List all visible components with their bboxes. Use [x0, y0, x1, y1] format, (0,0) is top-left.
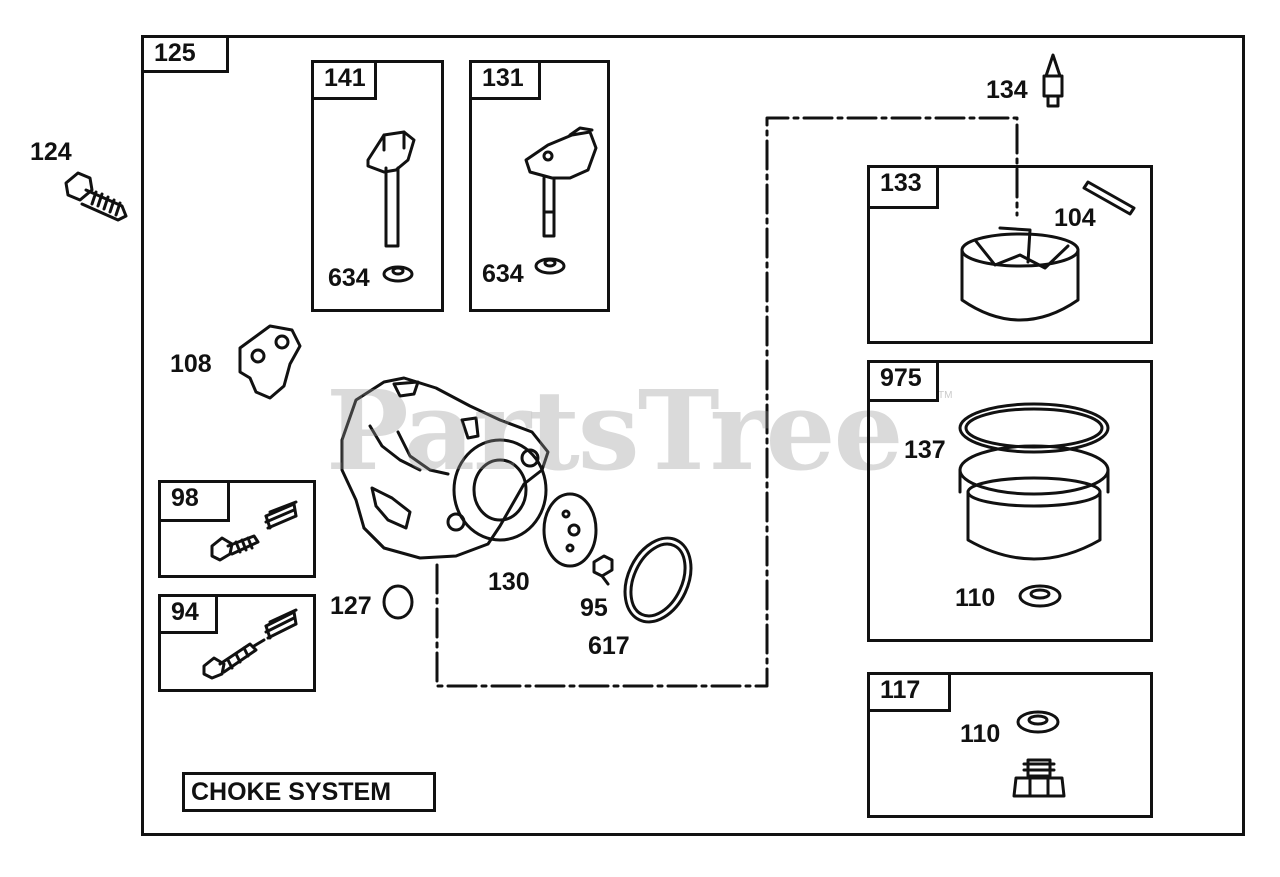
kit-box-975: 975 [867, 360, 1153, 642]
part-label-134: 134 [986, 76, 1028, 104]
leader-line [435, 116, 1019, 688]
bowl-nut-117-icon [1012, 758, 1066, 798]
kit-box-131: 131 [469, 60, 610, 312]
part-label-108: 108 [170, 350, 212, 378]
part-label-104: 104 [1054, 204, 1096, 232]
idle-screw-98-icon [210, 534, 260, 562]
hinge-pin-104-icon [1082, 180, 1136, 216]
throttle-plate-icon [542, 492, 598, 568]
carburetor-body-130-icon [340, 376, 550, 560]
choke-shaft-141-icon [366, 130, 416, 248]
kit-label-141: 141 [311, 60, 377, 100]
screw-95-icon [592, 554, 614, 586]
part-label-634-b: 634 [482, 260, 524, 288]
kit-label-117: 117 [867, 672, 951, 712]
kit-box-98: 98 [158, 480, 316, 578]
o-ring-617-icon [623, 536, 693, 624]
washer-110-b-icon [1016, 710, 1060, 734]
part-label-110-b: 110 [960, 720, 1001, 748]
washer-110-a-icon [1018, 584, 1062, 608]
watermark-trademark: TM [938, 390, 953, 401]
float-133-icon [960, 226, 1080, 322]
kit-box-117: 117 [867, 672, 1153, 818]
float-bowl-975-icon [958, 402, 1110, 561]
welch-plug-127-icon [382, 584, 414, 620]
part-label-634-a: 634 [328, 264, 370, 292]
spring-98-icon [264, 500, 298, 530]
choke-plate-108-icon [238, 324, 302, 400]
choke-lever-131-icon [524, 126, 598, 238]
part-label-617: 617 [588, 632, 630, 660]
outer-kit-box-125: 125 [141, 35, 1245, 836]
part-label-130: 130 [488, 568, 530, 596]
kit-label-125: 125 [141, 35, 229, 73]
kit-label-133: 133 [867, 165, 939, 209]
mixture-needle-94-icon [202, 638, 266, 680]
kit-box-141: 141 [311, 60, 444, 312]
kit-label-94: 94 [158, 594, 218, 634]
inlet-needle-134-icon [1042, 53, 1064, 108]
kit-label-98: 98 [158, 480, 230, 522]
bolt-124-icon [64, 171, 128, 222]
section-caption: CHOKE SYSTEM [182, 772, 436, 812]
kit-box-94: 94 [158, 594, 316, 692]
part-label-127: 127 [330, 592, 372, 620]
part-label-95: 95 [580, 594, 608, 622]
part-label-137: 137 [904, 436, 946, 464]
part-label-124: 124 [30, 138, 72, 166]
kit-label-975: 975 [867, 360, 939, 402]
spring-94-icon [264, 608, 298, 640]
part-label-110-a: 110 [955, 584, 996, 612]
kit-box-133: 133 [867, 165, 1153, 344]
kit-label-131: 131 [469, 60, 541, 100]
